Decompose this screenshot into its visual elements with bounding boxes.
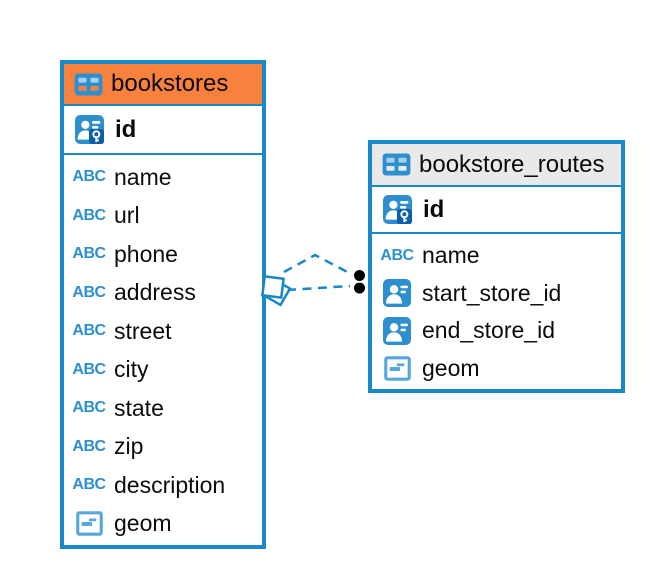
column-row-id[interactable]: id [64, 106, 262, 155]
column-name: address [114, 279, 196, 306]
foreign-key-icon [378, 279, 416, 308]
many-end-marker-icon [352, 268, 367, 296]
column-name: state [114, 394, 164, 421]
geometry-type-icon [70, 511, 108, 537]
column-name: url [114, 202, 140, 229]
text-type-icon: ABC [72, 360, 106, 378]
column-row-name[interactable]: ABC name [372, 237, 621, 275]
column-row-street[interactable]: ABC street [64, 312, 262, 351]
column-name: city [114, 356, 149, 383]
table-icon [73, 72, 103, 96]
column-name: street [114, 317, 172, 344]
table-header-bookstores[interactable]: bookstores [64, 64, 262, 106]
table-header-bookstore-routes[interactable]: bookstore_routes [372, 144, 621, 187]
column-name: geom [422, 354, 480, 381]
primary-key-icon [70, 115, 108, 144]
relationship-line-upper[interactable] [283, 253, 354, 277]
column-row-id[interactable]: id [372, 187, 621, 234]
column-row-address[interactable]: ABC address [64, 274, 262, 313]
text-type-icon: ABC [72, 245, 106, 263]
table-bookstore-routes[interactable]: bookstore_routes id ABC [368, 140, 625, 393]
text-type-icon: ABC [380, 246, 414, 264]
column-name: id [423, 195, 445, 223]
column-row-geom[interactable]: geom [372, 350, 621, 388]
column-name: name [114, 163, 172, 190]
column-row-geom[interactable]: geom [64, 505, 262, 544]
column-row-zip[interactable]: ABC zip [64, 428, 262, 467]
table-title: bookstores [111, 70, 229, 97]
relationship-line-lower[interactable] [286, 284, 351, 292]
text-type-icon: ABC [72, 168, 106, 186]
one-end-marker-icon [261, 275, 292, 307]
column-name: start_store_id [422, 279, 562, 306]
column-list: ABC name start_store_id [372, 234, 621, 389]
column-row-state[interactable]: ABC state [64, 389, 262, 428]
text-type-icon: ABC [72, 322, 106, 340]
column-row-city[interactable]: ABC city [64, 351, 262, 390]
column-name: name [422, 242, 480, 269]
column-name: geom [114, 510, 172, 537]
column-list: ABC name ABC url ABC phone ABC address A… [64, 155, 262, 545]
column-row-description[interactable]: ABC description [64, 466, 262, 505]
text-type-icon: ABC [72, 476, 106, 494]
primary-key-icon [378, 195, 416, 224]
geometry-type-icon [378, 355, 416, 381]
text-type-icon: ABC [72, 437, 106, 455]
text-type-icon: ABC [72, 206, 106, 224]
column-name: phone [114, 240, 178, 267]
table-title: bookstore_routes [419, 150, 605, 178]
column-name: zip [114, 433, 144, 460]
column-name: id [115, 115, 137, 143]
column-row-start-store-id[interactable]: start_store_id [372, 275, 621, 313]
table-bookstores[interactable]: bookstores id ABC [60, 60, 266, 549]
column-row-phone[interactable]: ABC phone [64, 235, 262, 274]
foreign-key-icon [378, 316, 416, 345]
column-row-url[interactable]: ABC url [64, 197, 262, 236]
text-type-icon: ABC [72, 399, 106, 417]
column-row-name[interactable]: ABC name [64, 158, 262, 197]
table-icon [381, 153, 411, 176]
text-type-icon: ABC [72, 283, 106, 301]
column-name: end_store_id [422, 317, 555, 344]
column-row-end-store-id[interactable]: end_store_id [372, 312, 621, 350]
column-name: description [114, 471, 226, 498]
